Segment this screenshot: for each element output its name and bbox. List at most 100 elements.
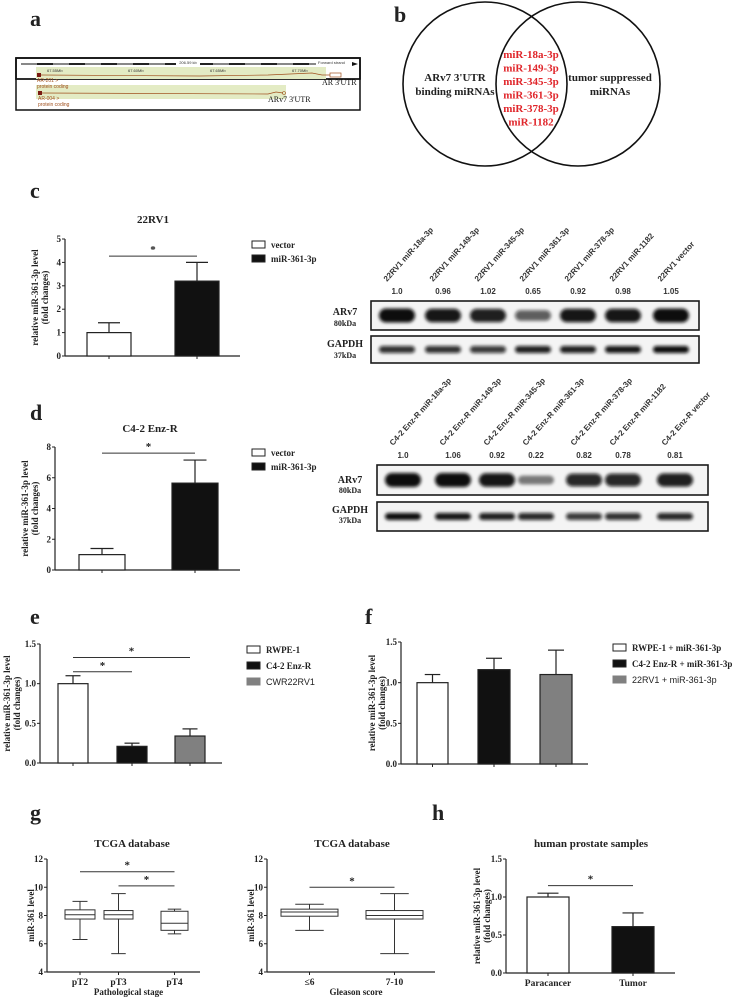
protein-band (566, 513, 602, 520)
strand-label: Forward strand (318, 60, 345, 65)
protein-band (379, 346, 415, 353)
y-tick-label: 12 (34, 854, 44, 864)
significance-star: * (100, 660, 106, 672)
y-axis-label: (fold changes) (30, 482, 40, 536)
protein-band (385, 513, 421, 520)
y-tick-label: 2 (57, 304, 62, 314)
legend-swatch (251, 254, 266, 263)
protein-band (605, 513, 641, 520)
legend-label: vector (271, 448, 295, 458)
box (365, 910, 424, 920)
venn-mirna: miR-345-3p (503, 76, 559, 88)
protein-band (379, 308, 415, 323)
y-tick-label: 0.5 (491, 930, 503, 940)
track-border (15, 57, 361, 111)
chart-title: 22RV1 (137, 214, 169, 226)
venn-right-label-1: tumor suppressed (568, 72, 652, 84)
venn-left-label-2: binding miRNAs (415, 86, 495, 98)
venn-mirna: miR-1182 (508, 117, 554, 129)
legend-swatch (251, 448, 266, 457)
venn-right-label-2: miRNAs (590, 86, 631, 98)
band-quantification: 0.96 (435, 287, 451, 296)
box (160, 910, 189, 931)
protein-band (518, 475, 554, 485)
y-axis-label: (fold changes) (40, 271, 50, 325)
molecular-weight-label: 37kDa (334, 351, 356, 360)
strand-arrow-icon (352, 62, 358, 66)
y-tick-label: 0.5 (25, 718, 37, 728)
pos-label-3: 67.65Mb (210, 68, 226, 73)
protein-band (657, 473, 693, 487)
significance-star: * (588, 874, 594, 886)
legend-label: CWR22RV1 (266, 677, 315, 687)
bar-rwpe-1-mir-361-3p (416, 682, 449, 765)
legend-label: RWPE-1 + miR-361-3p (632, 643, 721, 653)
band-quantification: 1.05 (663, 287, 679, 296)
protein-band (605, 473, 641, 487)
bar-c4-2-enz-r-mir-361-3p (477, 669, 511, 765)
transcript-name: AR-004 > (38, 96, 59, 102)
venn-left-label-1: ARv7 3'UTR (424, 72, 486, 84)
x-tick-label: pT2 (72, 978, 89, 988)
legend-label: 22RV1 + miR-361-3p (632, 675, 717, 685)
band-quantification: 0.81 (667, 451, 683, 460)
protein-band (515, 346, 551, 353)
chart-title: TCGA database (94, 838, 170, 850)
transcript-name: AR-201 > (37, 78, 58, 84)
molecular-weight-label: 80kDa (339, 486, 361, 495)
lane-label: 22RV1 miR-345-3p (473, 225, 526, 283)
venn-mirna: miR-361-3p (503, 90, 559, 102)
legend-swatch (246, 661, 261, 670)
protein-band (385, 473, 421, 487)
significance-star: * (349, 875, 355, 887)
y-tick-label: 1.5 (25, 639, 37, 649)
track-length: 206.59 kb (179, 60, 197, 65)
y-tick-label: 4 (47, 504, 52, 514)
band-quantification: 1.0 (397, 451, 409, 460)
lane-label: 22RV1 miR-361-3p (518, 225, 571, 283)
y-tick-label: 1 (57, 328, 62, 338)
y-axis-label: relative miR-361-3p level (367, 654, 377, 751)
legend-swatch (246, 645, 261, 654)
bar-rwpe-1 (57, 683, 89, 764)
panel-label-g: g (30, 800, 41, 825)
transcript-ar-004: AR-004 > protein coding ARv7 3'UTR (38, 91, 311, 108)
bar-mir-361-3p (174, 280, 220, 357)
y-axis-label: miR-361 level (26, 889, 36, 942)
y-tick-label: 0.5 (386, 718, 398, 728)
y-tick-label: 2 (47, 534, 52, 544)
bar-mir-361-3p (171, 482, 219, 571)
lane-label: 22RV1 miR-18a-3p (382, 225, 435, 283)
protein-label: ARv7 (333, 307, 357, 318)
pos-label-1: 67.55Mb (47, 68, 63, 73)
panel-label-a: a (30, 6, 41, 31)
panel-label-c: c (30, 178, 40, 203)
band-quantification: 1.0 (391, 287, 403, 296)
protein-label: GAPDH (332, 505, 368, 516)
protein-band (479, 473, 515, 487)
western-blot-d: C4-2 Enz-R miR-18a-3p1.0C4-2 Enz-R miR-1… (332, 376, 712, 532)
molecular-weight-label: 37kDa (339, 516, 361, 525)
y-tick-label: 0.0 (25, 758, 37, 768)
protein-band (425, 346, 461, 353)
band-quantification: 1.02 (480, 287, 496, 296)
molecular-weight-label: 80kDa (334, 319, 356, 328)
band-quantification: 0.82 (576, 451, 592, 460)
legend-label: C4-2 Enz-R (266, 661, 312, 671)
y-axis-label: relative miR-361-3p level (472, 867, 482, 964)
bar-22rv1-mir-361-3p (539, 673, 573, 765)
protein-band (435, 513, 471, 520)
protein-band (560, 308, 596, 323)
band-quantification: 0.92 (570, 287, 586, 296)
legend-label: miR-361-3p (271, 462, 317, 472)
protein-band (470, 346, 506, 353)
band-quantification: 0.98 (615, 287, 631, 296)
protein-label: ARv7 (338, 475, 362, 486)
venn-mirna: miR-378-3p (503, 103, 559, 115)
